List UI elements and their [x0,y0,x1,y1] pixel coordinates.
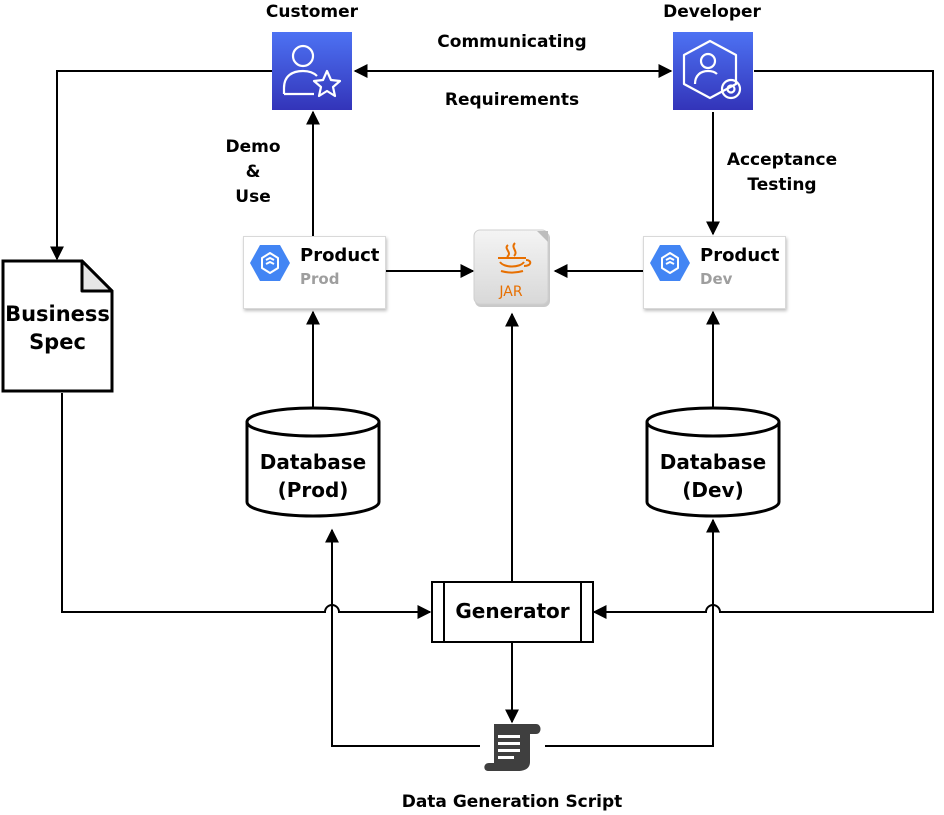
database-dev-line2: (Dev) [682,478,744,502]
database-prod-line1: Database [259,450,367,474]
customer-label: Customer [265,2,359,22]
jar-label: JAR [499,284,523,300]
business-spec-line2: Spec [29,330,86,354]
product-dev-title: Product [700,245,780,266]
edge-label-demo: Demo [225,137,281,157]
gcp-hexagon-icon [650,245,690,281]
edge-label-communicating: Communicating [437,32,587,52]
jar-icon [473,229,550,307]
business-spec-shape [1,259,114,393]
database-dev-shape [645,406,781,518]
script-icon [484,724,541,771]
business-spec-line1: Business [5,302,110,326]
edge-label-testing: Testing [747,175,817,195]
edge-label-acceptance: Acceptance [726,150,838,170]
gcp-hexagon-icon [250,245,290,281]
edge-script-dbprod [325,528,480,747]
edge-developer-generator [592,70,934,619]
script-label: Data Generation Script [401,792,623,812]
database-dev-line1: Database [659,450,767,474]
generator-label: Generator [455,599,570,623]
edge-label-use: Use [235,187,271,207]
product-prod-subtitle: Prod [300,270,340,288]
edge-spec-generator [61,393,432,619]
database-prod-shape [245,406,381,518]
edge-script-dbdev [545,518,720,747]
developer-icon [673,32,753,110]
edge-label-demo-amp: & [245,162,261,182]
product-dev-subtitle: Dev [700,270,733,288]
developer-label: Developer [663,2,761,22]
edge-label-requirements: Requirements [444,90,580,110]
edge-customer-spec [50,70,272,261]
customer-icon [272,32,352,110]
product-dev-card: Product Dev [643,236,786,309]
product-prod-card: Product Prod [243,236,386,309]
product-prod-title: Product [300,245,380,266]
generator-shape [431,581,594,643]
database-prod-line2: (Prod) [277,478,349,502]
